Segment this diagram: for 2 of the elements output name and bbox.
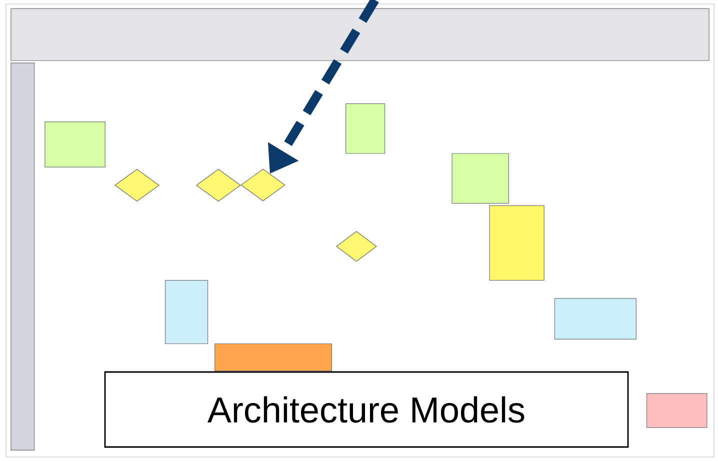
decision-diamond	[240, 168, 286, 202]
title-box: Architecture Models	[104, 371, 629, 448]
